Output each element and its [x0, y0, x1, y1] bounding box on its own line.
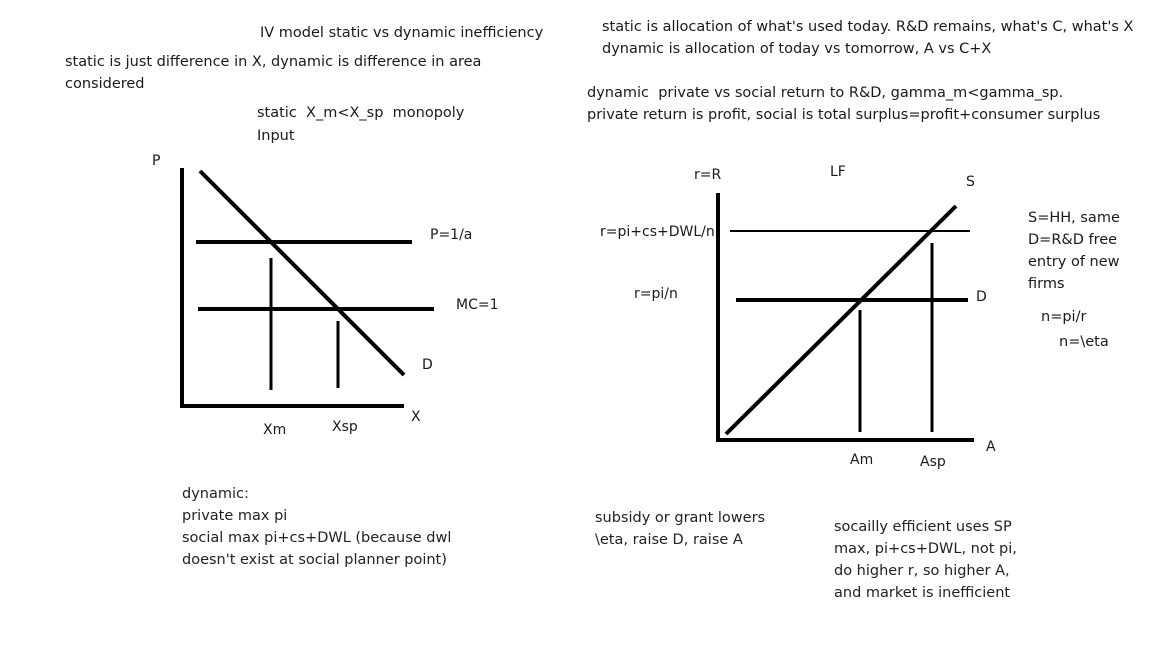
static-dynamic-note-line1: static is just difference in X, dynamic …: [65, 54, 482, 70]
efficiency-note-line4: and market is inefficient: [834, 585, 1011, 601]
dynamic-returns-line1: dynamic private vs social return to R&D,…: [587, 85, 1064, 101]
page-title: IV model static vs dynamic inefficiency: [260, 25, 544, 41]
dynamic-returns-line2: private return is profit, social is tota…: [587, 107, 1101, 123]
right-y-axis-label: r=R: [694, 167, 722, 183]
right-demand-label: D: [976, 289, 987, 305]
left-y-axis-label: P: [152, 153, 161, 169]
side-note-line1: S=HH, same: [1028, 210, 1120, 226]
static-dynamic-note-line2: considered: [65, 76, 145, 92]
am-label: Am: [850, 452, 874, 468]
right-x-axis-label: A: [986, 439, 996, 455]
efficiency-note-line3: do higher r, so higher A,: [834, 563, 1010, 579]
subsidy-note-line1: subsidy or grant lowers: [595, 510, 766, 526]
dynamic-note-line4: doesn't exist at social planner point): [182, 552, 447, 568]
supply-label: S: [966, 174, 975, 190]
dynamic-note-line3: social max pi+cs+DWL (because dwl: [182, 530, 452, 546]
side-note-line4: firms: [1028, 276, 1065, 292]
social-return-label: r=pi+cs+DWL/n: [600, 224, 715, 240]
asp-label: Asp: [920, 454, 946, 470]
side-note-line2: D=R&D free: [1028, 232, 1118, 248]
demand-label: D: [422, 357, 433, 373]
efficiency-note-line1: socailly efficient uses SP: [834, 519, 1012, 535]
n-equation-2: n=\eta: [1059, 334, 1109, 350]
n-equation-1: n=pi/r: [1041, 309, 1087, 325]
private-return-label: r=pi/n: [634, 286, 678, 302]
static-allocation-line2: dynamic is allocation of today vs tomorr…: [602, 41, 992, 57]
efficiency-note-line2: max, pi+cs+DWL, not pi,: [834, 541, 1017, 557]
xm-label: Xm: [263, 422, 287, 438]
demand-curve: [198, 169, 406, 377]
input-note: Input: [257, 128, 295, 144]
price-line-label: P=1/a: [430, 227, 473, 243]
xsp-label: Xsp: [332, 419, 358, 435]
supply-curve: [724, 204, 958, 436]
lf-label: LF: [830, 164, 846, 180]
left-x-axis-label: X: [411, 409, 421, 425]
side-note-line3: entry of new: [1028, 254, 1120, 270]
dynamic-note-line1: dynamic:: [182, 486, 249, 502]
subsidy-note-line2: \eta, raise D, raise A: [595, 532, 743, 548]
dynamic-note-line2: private max pi: [182, 508, 288, 524]
mc-line-label: MC=1: [456, 297, 499, 313]
static-allocation-line1: static is allocation of what's used toda…: [602, 19, 1134, 35]
static-monopoly-note: static X_m<X_sp monopoly: [257, 105, 465, 121]
